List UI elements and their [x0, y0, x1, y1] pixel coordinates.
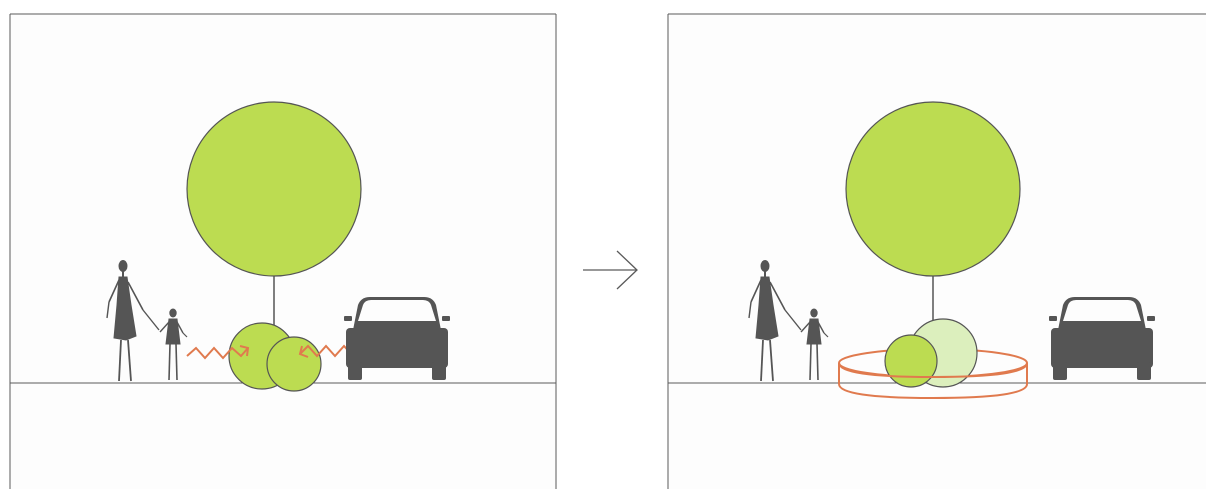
tree-crown [187, 102, 361, 276]
tree-crown [846, 102, 1020, 276]
shrub-right [267, 337, 321, 391]
panel-before [10, 14, 556, 489]
shrub-front [885, 335, 937, 387]
panel-after [668, 14, 1206, 489]
arrow-right-icon [583, 251, 637, 289]
car-icon [344, 297, 450, 380]
car-icon [1049, 297, 1155, 380]
